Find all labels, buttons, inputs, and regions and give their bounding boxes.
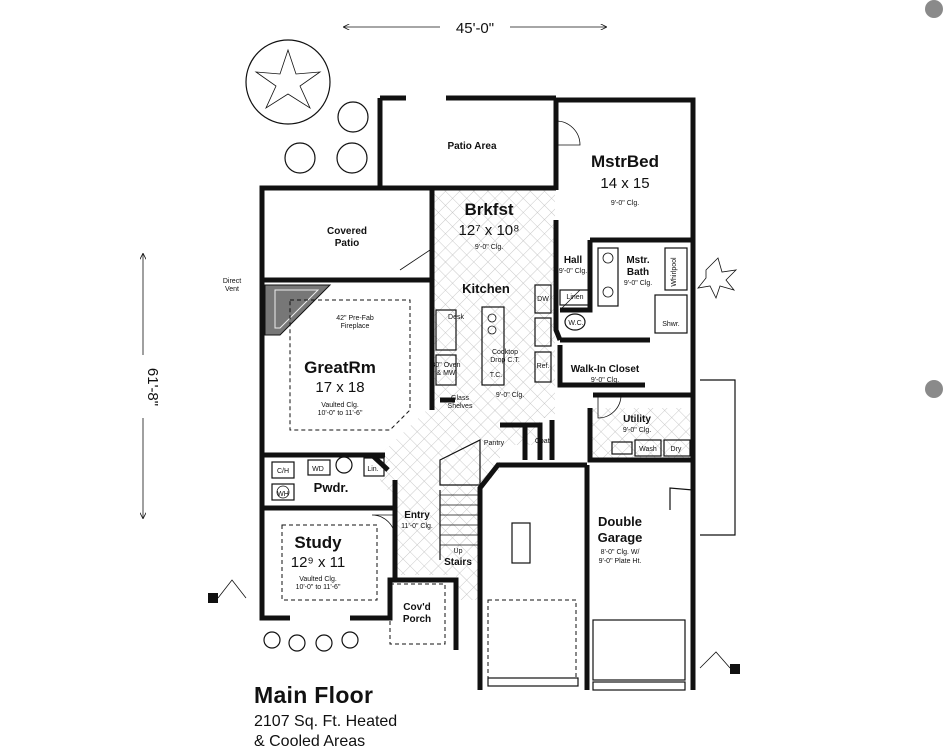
fireplace — [264, 284, 411, 431]
dishwasher-label: DW — [537, 296, 549, 303]
master-bed-ceiling: 9'-0" Clg. — [611, 200, 639, 207]
whirlpool-label: Whirlpool — [671, 257, 678, 287]
shower-label: Shwr. — [662, 321, 680, 328]
master-bath-label-2: Bath — [627, 267, 649, 278]
powder-fixtures — [271, 456, 385, 501]
depth-dimension-label: 61'-8" — [144, 368, 161, 406]
double-garage-ceiling-1: 8'-0" Clg. W/ — [601, 549, 640, 556]
utility-label: Utility — [623, 414, 651, 425]
study-ceiling-2: 10'-0" to 11'-6" — [296, 584, 341, 591]
fireplace-label-1: 42" Pre-Fab — [336, 315, 374, 322]
direct-vent-label-1: Direct — [223, 278, 241, 285]
double-garage-ceiling-2: 9'-0" Plate Ht. — [599, 558, 642, 565]
master-bath-ceiling: 9'-0" Clg. — [624, 280, 652, 287]
cooktop-label-2: Drop C.T. — [490, 357, 520, 364]
brkfst-label: Brkfst — [464, 200, 513, 219]
floor-area-line-1: 2107 Sq. Ft. Heated — [254, 713, 398, 730]
stairs-label-2: Stairs — [444, 557, 472, 568]
brkfst-size: 12⁷ x 10⁸ — [459, 222, 520, 239]
pantry-label: Pantry — [484, 440, 505, 447]
covd-porch-label-2: Porch — [403, 614, 431, 625]
study-label: Study — [294, 533, 342, 552]
study-ceiling-1: Vaulted Clg. — [299, 576, 337, 583]
double-garage-label-1: Double — [598, 514, 642, 529]
oven-label: 30" Oven — [432, 362, 461, 369]
lin-label: Lin. — [367, 466, 378, 473]
walk-in-closet-ceiling: 9'-0" Clg. — [591, 377, 619, 384]
width-dimension: 45'-0" — [344, 20, 606, 37]
depth-dimension: 61'-8" — [143, 254, 161, 518]
wd-label: WD — [312, 466, 324, 473]
garage-doors — [487, 379, 736, 691]
walk-in-closet-label: Walk-In Closet — [571, 364, 640, 375]
wc-label: W.C. — [568, 320, 583, 327]
double-garage-label-2: Garage — [598, 530, 643, 545]
coats-label: Coats — [535, 438, 554, 445]
carousel-dot-top[interactable] — [925, 0, 943, 18]
width-dimension-label: 45'-0" — [456, 20, 494, 37]
great-room-ceiling-2: 10'-0" to 11'-6" — [318, 410, 363, 417]
water-heater-label: WH — [277, 491, 289, 498]
master-bath-label-1: Mstr. — [626, 255, 650, 266]
utility-ceiling: 9'-0" Clg. — [623, 427, 651, 434]
oven-label-2: & MW — [436, 370, 455, 377]
covd-porch-label-1: Cov'd — [403, 602, 430, 613]
hall-label: Hall — [564, 255, 583, 266]
exterior-walls — [259, 95, 696, 690]
great-room-size: 17 x 18 — [315, 379, 364, 396]
master-bath-fixtures — [559, 247, 688, 334]
entry-label: Entry — [404, 510, 430, 521]
doors — [371, 120, 622, 539]
kitchen-ceiling: 9'-0" Clg. — [496, 392, 524, 399]
great-room-ceiling-1: Vaulted Clg. — [321, 402, 359, 409]
study-size: 12⁹ x 11 — [291, 554, 346, 571]
floor-area-line-2: & Cooled Areas — [254, 733, 366, 750]
kitchen-fixtures — [435, 284, 552, 386]
floor-title: Main Floor — [254, 682, 374, 708]
stairs — [439, 439, 481, 560]
stairs-label-1: Up — [454, 548, 463, 555]
coat-hall-label: C/H — [277, 468, 289, 475]
master-bed-size: 14 x 15 — [600, 175, 649, 192]
entry-ceiling: 11'-0" Clg. — [401, 523, 433, 530]
brkfst-ceiling: 9'-0" Clg. — [475, 244, 503, 251]
glass-shelves-label-1: Glass — [451, 395, 469, 402]
covered-patio-label-2: Patio — [335, 238, 359, 249]
hall-ceiling: 9'-0" Clg. — [559, 268, 587, 275]
washer-label: Wash — [639, 446, 657, 453]
dryer-label: Dry — [671, 446, 682, 453]
utility-fixtures — [611, 439, 691, 457]
refrigerator-label: Ref. — [537, 363, 550, 370]
carousel-dot-middle[interactable] — [925, 380, 943, 398]
patio-area-label: Patio Area — [447, 141, 497, 152]
powder-label: Pwdr. — [314, 480, 349, 495]
covered-patio-label-1: Covered — [327, 226, 367, 237]
great-room-label: GreatRm — [304, 358, 376, 377]
desk-label: Desk — [448, 314, 464, 321]
fireplace-label-2: Fireplace — [341, 323, 370, 330]
glass-shelves-label-2: Shelves — [448, 403, 473, 410]
master-bed-label: MstrBed — [591, 152, 659, 171]
landscape-trees — [208, 39, 740, 674]
kitchen-label: Kitchen — [462, 281, 510, 296]
cooktop-label: Cooktop — [492, 349, 518, 356]
direct-vent-label-2: Vent — [225, 286, 239, 293]
linen-label: Linen — [566, 294, 583, 301]
trash-compactor-label: T.C. — [490, 372, 503, 379]
interior-walls — [262, 185, 693, 578]
